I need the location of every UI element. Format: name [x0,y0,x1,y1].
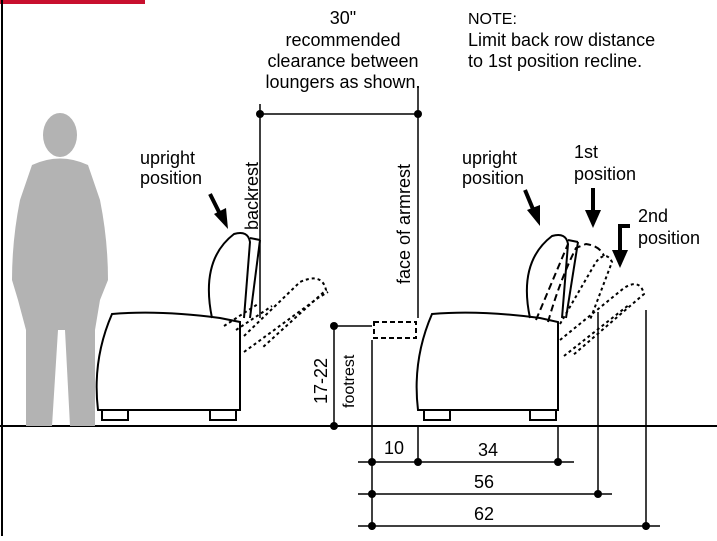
first-position-label-1: 1st [574,142,598,162]
bottom-dimension-dots [368,458,650,530]
dimension-34: 34 [478,440,498,460]
dimension-56: 56 [474,472,494,492]
right-upright-label-1: upright [462,148,517,168]
dimension-62: 62 [474,504,494,524]
right-lounger [415,234,579,421]
left-footrest-dotted [223,277,329,353]
clearance-dot-left [256,110,264,118]
left-upright-label-2: position [140,168,202,188]
second-position-label-1: 2nd [638,206,668,226]
reference-lines [371,310,647,530]
footrest-dot-bottom [330,422,338,430]
clearance-line-2: recommended [285,30,400,50]
second-position-label-2: position [638,228,700,248]
footrest-dashed [373,321,417,339]
note-line-1: NOTE: [468,11,517,28]
footrest-height-value: 17-22 [311,358,331,404]
footrest-label: footrest [341,354,358,408]
clearance-line-3: clearance between [267,51,418,71]
note-line-2: Limit back row distance [468,30,655,50]
clearance-dot-right [414,110,422,118]
clearance-line-4: loungers as shown. [265,72,420,92]
left-upright-arrow [208,193,228,229]
person-silhouette [12,113,108,426]
face-of-armrest-label: face of armrest [394,164,414,284]
backrest-label: backrest [242,162,262,230]
second-position-arrow [612,224,630,268]
dimension-10: 10 [384,438,404,458]
right-upright-label-2: position [462,168,524,188]
left-lounger [95,232,261,421]
clearance-dimension-line [259,86,419,318]
clearance-line-1: 30" [330,8,356,28]
bottom-dimension-lines [358,461,660,527]
first-position-arrow [585,188,601,228]
right-upright-arrow [523,189,540,226]
accent-bar [0,0,145,4]
first-position-label-2: position [574,164,636,184]
footrest-dot-top [330,322,338,330]
footrest-height-dimension [333,325,372,426]
note-line-3: to 1st position recline. [468,51,642,71]
right-recline-positions [535,242,646,357]
left-upright-label-1: upright [140,148,195,168]
